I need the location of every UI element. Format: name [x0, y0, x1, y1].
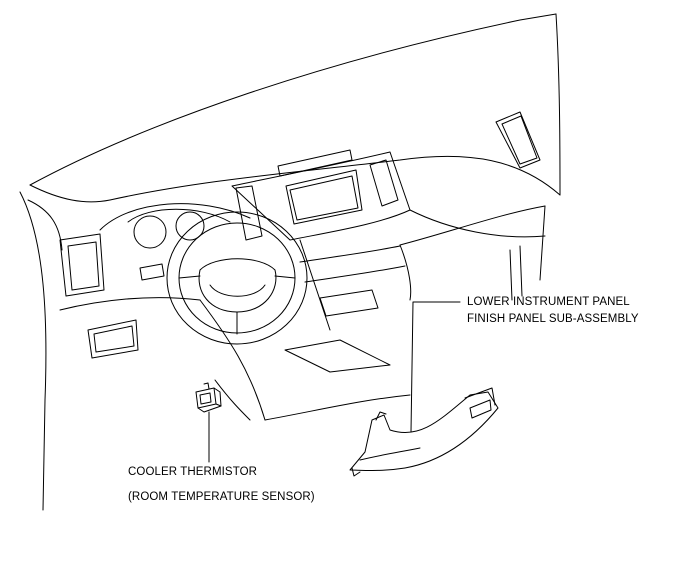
- room-temperature-sensor-label: (ROOM TEMPERATURE SENSOR): [128, 491, 315, 503]
- dash-outline: [19, 13, 561, 511]
- lower-panel-label-line1: LOWER INSTRUMENT PANEL: [467, 296, 630, 308]
- thermistor-label: COOLER THERMISTOR: [128, 466, 258, 478]
- glovebox-area: [399, 205, 546, 301]
- right-upper-vent: [495, 111, 541, 169]
- lower-panel-label-line2: FINISH PANEL SUB-ASSEMBLY: [467, 313, 639, 325]
- center-console-upper: [231, 149, 546, 331]
- cooler-thermistor-part: [195, 382, 222, 413]
- lower-panel-callout: LOWER INSTRUMENT PANEL FINISH PANEL SUB-…: [467, 294, 639, 328]
- panel-leader-line: [410, 301, 461, 433]
- instrument-cluster: [99, 203, 251, 281]
- left-vents: [59, 233, 201, 359]
- lower-dash: [199, 299, 411, 421]
- lower-finish-panel-part: [349, 387, 499, 477]
- steering-wheel: [166, 211, 308, 345]
